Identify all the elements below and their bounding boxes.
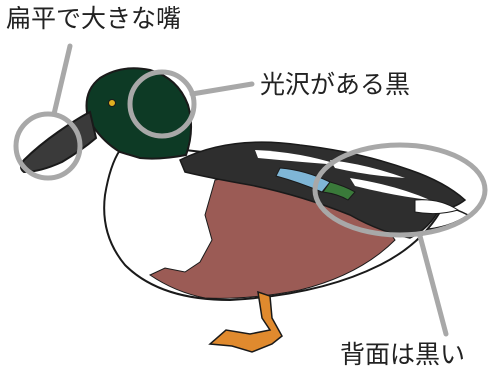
head-color-label: 光沢がある黒 <box>260 70 411 99</box>
wing-tail-white <box>414 199 460 215</box>
back-callout-line <box>417 233 449 337</box>
beak-callout-circle <box>13 111 83 181</box>
back-color-label: 背面は黒い <box>340 340 466 369</box>
head-callout-line <box>189 81 255 97</box>
wing-stripe-3 <box>350 178 430 200</box>
beak <box>20 110 98 174</box>
wing-stripe-2 <box>330 160 405 178</box>
back-callout-ellipse <box>312 142 488 238</box>
leg <box>208 290 283 353</box>
beak-callout-line <box>51 43 73 117</box>
beak-label: 扁平で大きな嘴 <box>6 4 182 33</box>
eye <box>108 99 116 107</box>
wing-stripe-1 <box>255 150 340 165</box>
wing-speculum <box>322 181 356 201</box>
head-callout-circle <box>127 69 197 139</box>
